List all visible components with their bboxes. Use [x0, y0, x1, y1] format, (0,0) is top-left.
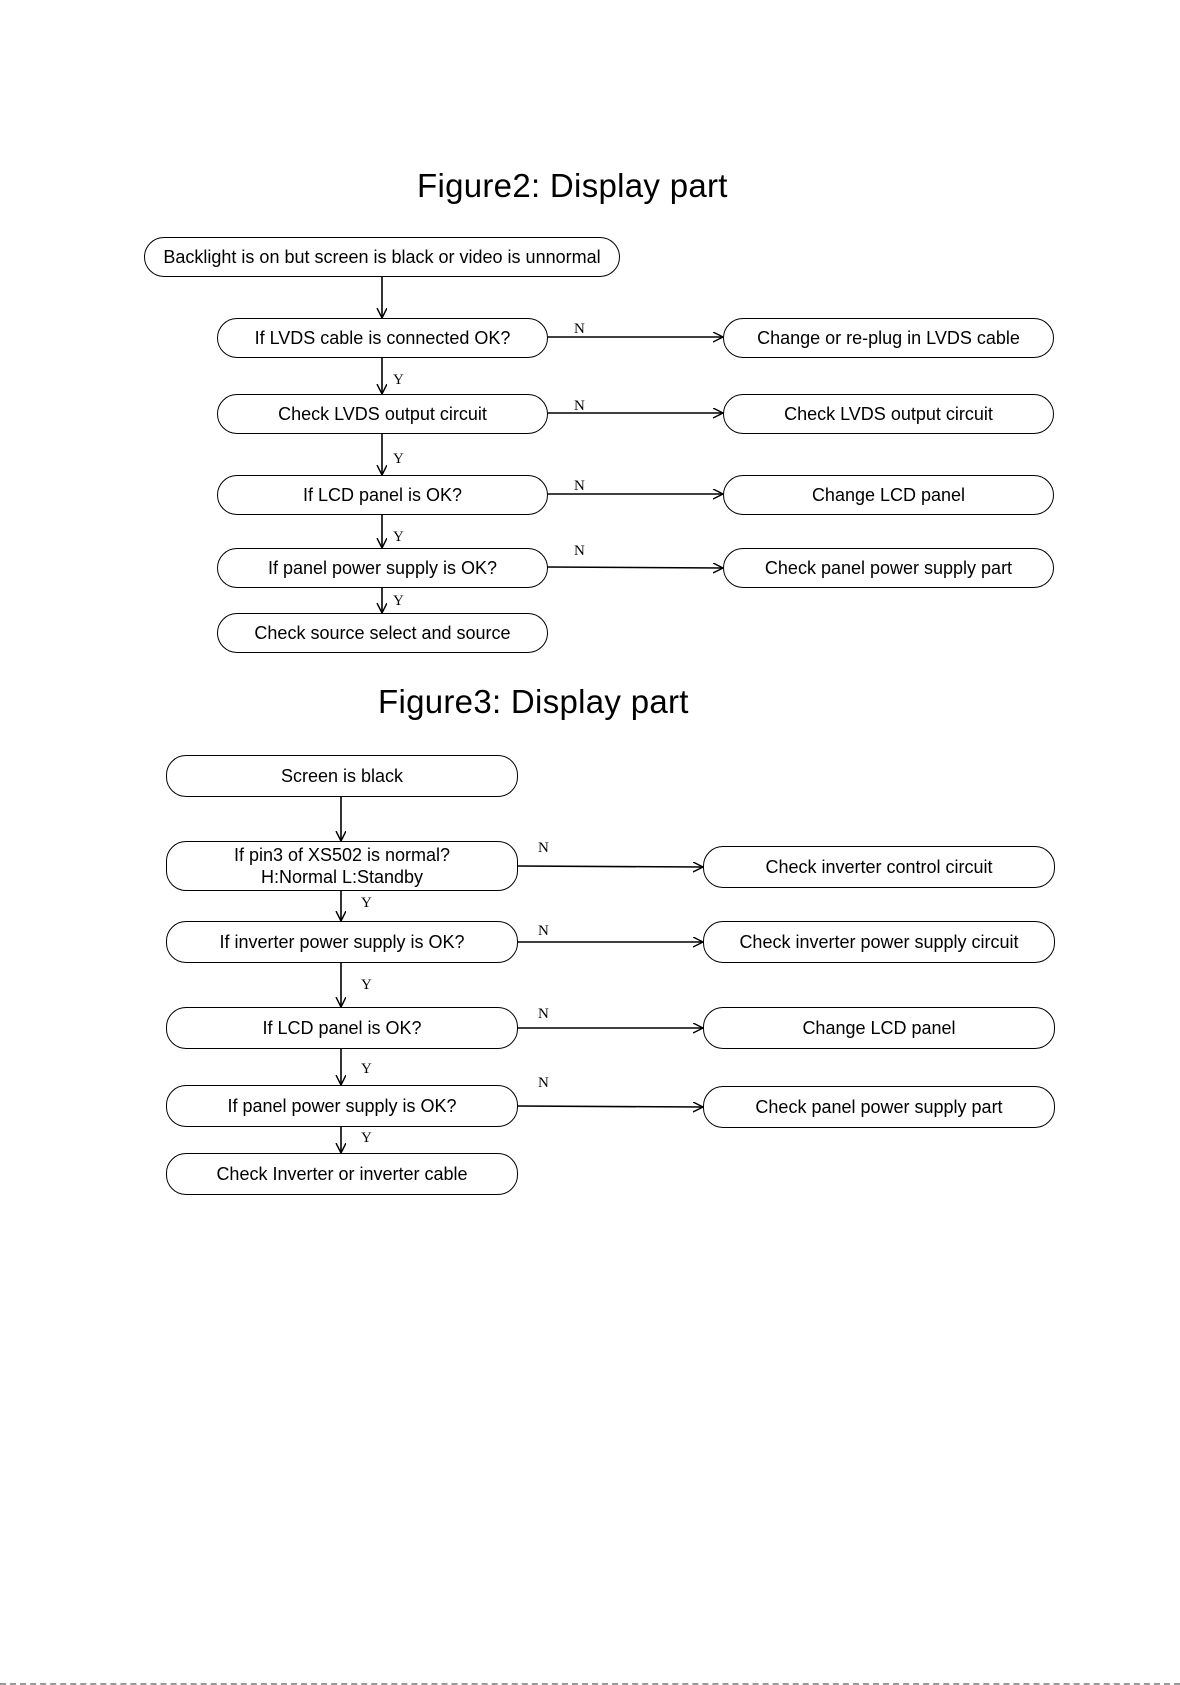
node-label: Check panel power supply part: [755, 1097, 1003, 1117]
node-label: Check LVDS output circuit: [278, 404, 487, 424]
figure3-action-panel-power: Check panel power supply part: [703, 1086, 1055, 1128]
figure2-step-lvds-output: Check LVDS output circuit: [217, 394, 548, 434]
node-label: If LCD panel is OK?: [262, 1018, 422, 1038]
figure2-decision-panel-power: If panel power supply is OK?: [217, 548, 548, 588]
yes-label: Y: [361, 895, 372, 911]
node-label: Change LCD panel: [811, 485, 966, 505]
node-label: If panel power supply is OK?: [227, 1096, 457, 1116]
node-label: Check inverter power supply circuit: [739, 932, 1019, 952]
yes-label: Y: [361, 1061, 372, 1077]
yes-label: Y: [361, 977, 372, 993]
figure3-action-change-lcd: Change LCD panel: [703, 1007, 1055, 1049]
node-label: If panel power supply is OK?: [267, 558, 498, 578]
figure2-title: Figure2: Display part: [417, 167, 728, 204]
node-label: If inverter power supply is OK?: [219, 932, 465, 952]
figure2-start-label: Backlight is on but screen is black or v…: [163, 247, 601, 267]
figure2-end-source-select: Check source select and source: [217, 613, 548, 653]
figure3-start-node: Screen is black: [166, 755, 518, 797]
figure3-start-label: Screen is black: [280, 766, 404, 786]
page-edge-divider: [0, 1680, 1180, 1685]
figure2-decision-lvds-cable: If LVDS cable is connected OK?: [217, 318, 548, 358]
figure2-start-node: Backlight is on but screen is black or v…: [144, 237, 620, 277]
figure3-action-inverter-power: Check inverter power supply circuit: [703, 921, 1055, 963]
node-label-line1: If pin3 of XS502 is normal?: [233, 845, 451, 865]
node-label: Change or re-plug in LVDS cable: [757, 328, 1020, 348]
yes-label: Y: [393, 529, 404, 545]
figure3-decision-inverter-power: If inverter power supply is OK?: [166, 921, 518, 963]
node-label-line2: H:Normal L:Standby: [260, 867, 424, 887]
figure3-decision-lcd-panel: If LCD panel is OK?: [166, 1007, 518, 1049]
no-label: N: [574, 398, 585, 414]
no-label: N: [574, 321, 585, 337]
yes-label: Y: [361, 1130, 372, 1146]
node-label: Check source select and source: [254, 623, 511, 643]
figure3-decision-panel-power: If panel power supply is OK?: [166, 1085, 518, 1127]
no-label: N: [538, 840, 549, 856]
figure2-action-replug-lvds: Change or re-plug in LVDS cable: [723, 318, 1054, 358]
no-label: N: [538, 1075, 549, 1091]
yes-label: Y: [393, 372, 404, 388]
no-label: N: [574, 478, 585, 494]
node-label: Check inverter control circuit: [765, 857, 993, 877]
figure3-end-inverter-cable: Check Inverter or inverter cable: [166, 1153, 518, 1195]
yes-label: Y: [393, 451, 404, 467]
node-label: Check Inverter or inverter cable: [216, 1164, 468, 1184]
figure2-action-panel-power: Check panel power supply part: [723, 548, 1054, 588]
figure3-title: Figure3: Display part: [378, 683, 689, 720]
node-label: Check LVDS output circuit: [784, 404, 993, 424]
figure3-action-inverter-control: Check inverter control circuit: [703, 846, 1055, 888]
figure3-decision-pin3: If pin3 of XS502 is normal? H:Normal L:S…: [166, 841, 518, 891]
node-label: If LCD panel is OK?: [302, 485, 463, 505]
figure2-decision-lcd-panel: If LCD panel is OK?: [217, 475, 548, 515]
node-label: Check panel power supply part: [764, 558, 1013, 578]
yes-label: Y: [393, 593, 404, 609]
no-label: N: [538, 923, 549, 939]
figure2-action-lvds-output: Check LVDS output circuit: [723, 394, 1054, 434]
figure2-action-change-lcd: Change LCD panel: [723, 475, 1054, 515]
no-label: N: [538, 1006, 549, 1022]
node-label: If LVDS cable is connected OK?: [254, 328, 511, 348]
node-label: Change LCD panel: [802, 1018, 956, 1038]
no-label: N: [574, 543, 585, 559]
